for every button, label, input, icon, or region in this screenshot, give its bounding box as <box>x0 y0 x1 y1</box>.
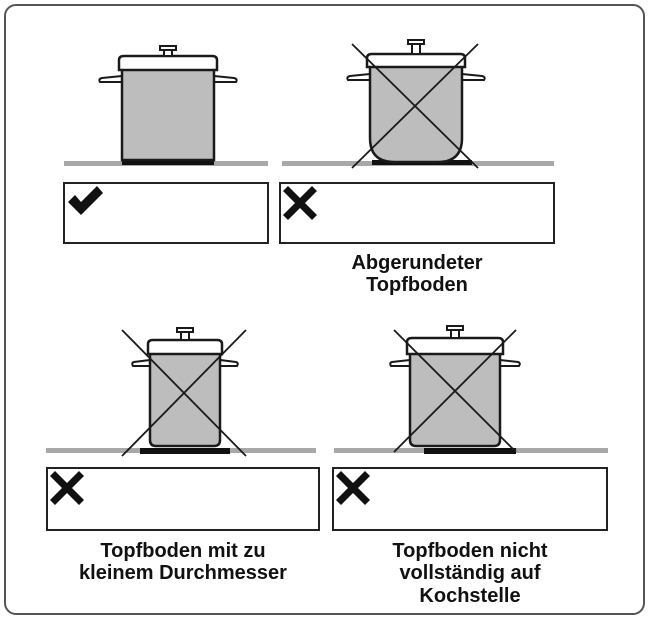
pot-handle-left <box>389 358 411 367</box>
lid-knob-stem <box>450 329 460 339</box>
caption-line: Topfboden mit zu <box>100 540 266 562</box>
pot-handle-left <box>131 358 151 367</box>
pot-lid <box>117 54 219 72</box>
caption-line: Abgerundeter <box>351 252 483 274</box>
pot-body <box>408 350 502 448</box>
pot-lid <box>146 338 224 356</box>
pot-handle-right <box>499 358 521 367</box>
pot-handle-right <box>219 358 239 367</box>
cross-icon <box>336 471 370 505</box>
caption-rounded-bottom: Abgerundeter Topfboden <box>279 252 555 297</box>
caption-line: Kochstelle <box>419 584 521 607</box>
pot-handle-right <box>461 72 486 81</box>
verdict-box-not-on-zone <box>332 467 608 531</box>
caption-line: Topfboden <box>366 274 468 297</box>
pot-handle-left <box>346 72 371 81</box>
verdict-box-small-diameter <box>46 467 320 531</box>
caption-line: Topfboden nicht <box>392 540 548 562</box>
pot-handle-left <box>98 74 123 83</box>
burner-zone <box>424 448 516 454</box>
verdict-box-rounded-bottom <box>279 182 555 244</box>
strike-line <box>393 329 517 453</box>
caption-small-diameter: Topfboden mit zu kleinem Durchmesser <box>40 540 326 585</box>
burner-zone <box>122 160 214 165</box>
lid-knob-stem <box>411 43 421 55</box>
check-icon <box>68 186 103 215</box>
caption-not-on-zone: Topfboden nicht vollständig auf Kochstel… <box>332 540 608 607</box>
burner-zone <box>140 448 230 454</box>
cross-icon <box>283 186 317 220</box>
pot-lid <box>405 336 505 356</box>
caption-line: kleinem Durchmesser <box>79 562 287 585</box>
lid-knob-stem <box>180 331 190 341</box>
caption-line: vollständig auf <box>399 562 541 585</box>
lid-knob-stem <box>163 49 173 57</box>
strike-line <box>121 329 247 457</box>
verdict-box-flat-bottom <box>63 182 269 244</box>
strike-line <box>351 43 479 169</box>
cross-icon <box>50 471 84 505</box>
pot-handle-right <box>213 74 238 83</box>
